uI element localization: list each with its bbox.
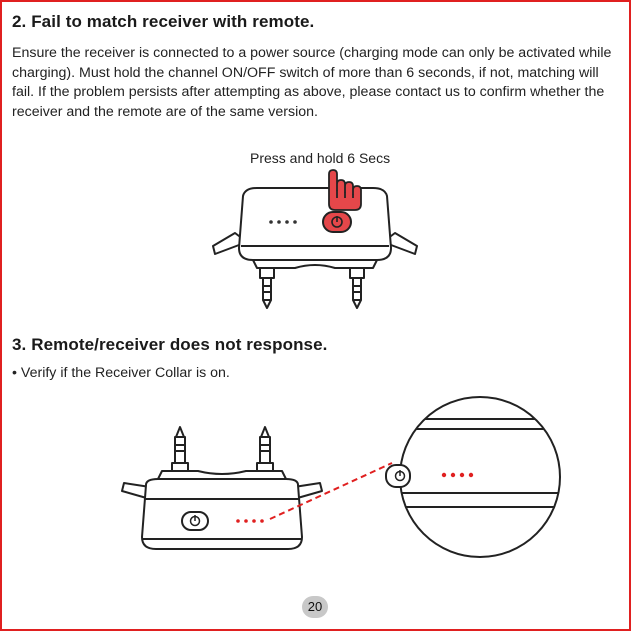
page-number: 20 bbox=[302, 596, 328, 618]
receiver-collar-figure bbox=[121, 396, 561, 558]
callout-line bbox=[269, 462, 393, 520]
magnified-callout bbox=[385, 396, 561, 558]
power-button-icon bbox=[385, 464, 411, 488]
hand-pointer-icon bbox=[328, 169, 362, 211]
led-indicator-icon bbox=[269, 220, 297, 224]
power-button-icon bbox=[181, 511, 209, 531]
led-indicator-icon bbox=[236, 519, 264, 523]
power-button-icon bbox=[322, 211, 352, 233]
section-2-body: Ensure the receiver is connected to a po… bbox=[12, 45, 612, 120]
section-3-bullet: • Verify if the Receiver Collar is on. bbox=[12, 365, 230, 381]
figure-caption: Press and hold 6 Secs bbox=[250, 150, 391, 166]
section-2-heading: 2. Fail to match receiver with remote. bbox=[12, 12, 315, 31]
receiver-press-figure bbox=[212, 169, 418, 309]
section-3-heading: 3. Remote/receiver does not response. bbox=[12, 335, 328, 354]
led-indicator-icon bbox=[441, 472, 474, 478]
